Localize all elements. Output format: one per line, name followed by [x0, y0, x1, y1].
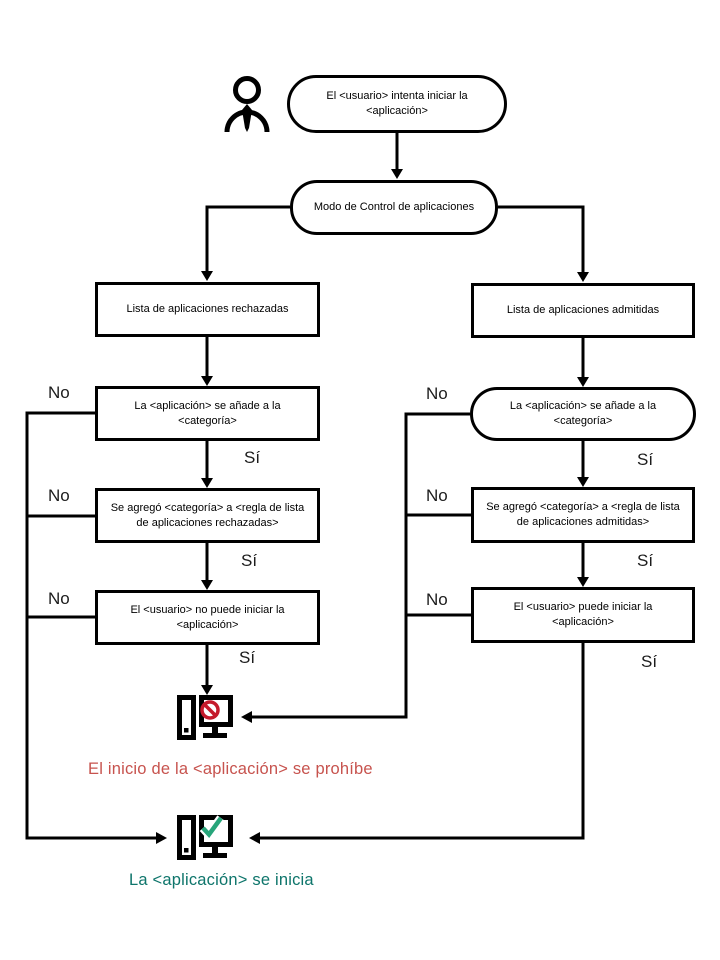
edge-allowcategory-to-allowrule	[577, 441, 589, 487]
node-deny-category: La <aplicación> se añade a la <categoría…	[95, 386, 320, 441]
computer-started-icon	[177, 815, 233, 863]
node-start: El <usuario> intenta iniciar la <aplicac…	[287, 75, 507, 133]
outcome-blocked-text: El inicio de la <aplicación> se prohíbe	[88, 760, 373, 778]
label-no-right-1: No	[426, 384, 448, 403]
edge-allowrule-to-allowresult	[577, 543, 589, 587]
node-application-control-mode: Modo de Control de aplicaciones	[290, 180, 498, 235]
edge-no-rail-right	[241, 412, 471, 723]
label-yes-right-3: Sí	[641, 652, 658, 671]
edge-denycategory-to-denyrule	[201, 440, 213, 488]
edge-denylist-to-denycategory	[201, 337, 213, 386]
label-no-left-1: No	[48, 383, 70, 402]
user-icon	[224, 74, 270, 134]
label-no-left-2: No	[48, 486, 70, 505]
node-allow-category: La <aplicación> se añade a la <categoría…	[470, 387, 696, 441]
edge-mode-to-allowlist	[498, 205, 589, 282]
label-no-left-3: No	[48, 589, 70, 608]
node-allow-result: El <usuario> puede iniciar la <aplicació…	[471, 587, 695, 643]
edge-allowresult-to-started-icon	[249, 643, 585, 844]
node-allowlist: Lista de aplicaciones admitidas	[471, 283, 695, 338]
label-yes-left-3: Sí	[239, 648, 256, 667]
label-no-right-2: No	[426, 486, 448, 505]
edge-no-rail-left	[25, 411, 167, 844]
edge-denyresult-to-blocked-icon	[201, 645, 213, 695]
edge-mode-to-denylist	[201, 205, 290, 281]
edge-allowlist-to-allowcategory	[577, 338, 589, 387]
node-deny-rule: Se agregó <categoría> a <regla de lista …	[95, 488, 320, 543]
computer-blocked-icon	[177, 695, 233, 743]
node-deny-result: El <usuario> no puede iniciar la <aplica…	[95, 590, 320, 645]
label-no-right-3: No	[426, 590, 448, 609]
edge-start-to-mode	[391, 133, 403, 179]
edge-denyrule-to-denyresult	[201, 543, 213, 590]
label-yes-right-2: Sí	[637, 551, 654, 570]
label-yes-right-1: Sí	[637, 450, 654, 469]
label-yes-left-1: Sí	[244, 448, 261, 467]
node-allow-rule: Se agregó <categoría> a <regla de lista …	[471, 487, 695, 543]
node-denylist: Lista de aplicaciones rechazadas	[95, 282, 320, 337]
label-yes-left-2: Sí	[241, 551, 258, 570]
outcome-started-text: La <aplicación> se inicia	[129, 871, 314, 889]
